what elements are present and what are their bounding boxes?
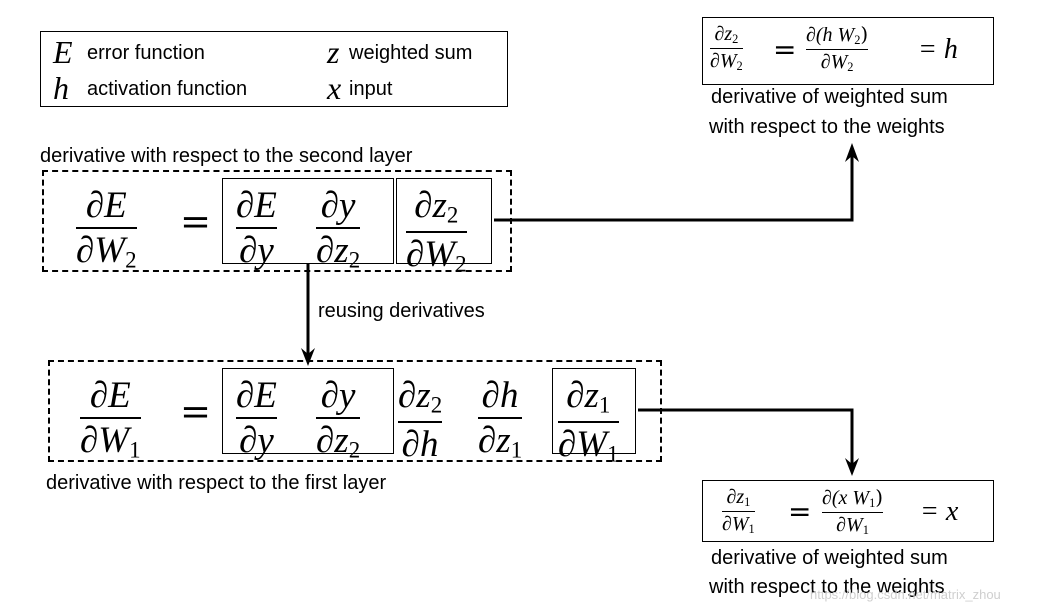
reused-derivatives-box-bottom xyxy=(222,368,394,454)
frac-dz1-dW1: ∂z1 ∂W1 xyxy=(558,375,619,467)
frac-dE-dy-top: ∂E ∂y xyxy=(236,185,277,271)
legend-symbol-x: x xyxy=(327,70,342,106)
br-equals-1: = xyxy=(788,495,812,528)
br-rhs: = x xyxy=(920,496,959,527)
frac-dz2-dh: ∂z2 ∂h xyxy=(398,375,443,465)
tr-frac-dhW2-dW2: ∂(h W2) ∂W2 xyxy=(806,22,869,75)
frac-dE-dy-bottom: ∂E ∂y xyxy=(236,375,277,461)
label-reusing-derivatives: reusing derivatives xyxy=(318,300,485,322)
dz2-dW2-box xyxy=(396,178,492,264)
br-frac-dxW1-dW1: ∂(x W1) ∂W1 xyxy=(822,485,884,538)
legend-symbol-E: E xyxy=(53,34,73,70)
top-right-caption-line1: derivative of weighted sum xyxy=(711,86,948,108)
frac-dh-dz1: ∂h ∂z1 xyxy=(478,375,523,463)
second-layer-lhs-fraction: ∂E ∂W2 xyxy=(76,187,137,273)
first-layer-lhs-fraction: ∂E ∂W1 xyxy=(80,375,141,463)
lhs-numerator: ∂E xyxy=(85,185,127,226)
tr-rhs: = h xyxy=(918,34,958,65)
legend-symbol-h: h xyxy=(53,70,69,106)
tr-equals-1: = xyxy=(773,33,797,66)
frac-dy-dz2-bottom: ∂y ∂z2 xyxy=(316,375,361,463)
top-right-formula-box xyxy=(702,17,994,85)
bottom-connector xyxy=(638,408,854,466)
watermark: https://blog.csdn.net/matrix_zhou xyxy=(810,587,1001,602)
reuse-arrow-head xyxy=(301,348,315,366)
equals-sign-first: = xyxy=(180,390,212,433)
bottom-right-formula-box xyxy=(702,480,994,542)
legend-symbol-z: z xyxy=(327,34,340,70)
reused-derivatives-box-top xyxy=(222,178,394,264)
bottom-connector-head xyxy=(845,458,859,476)
top-connector xyxy=(494,150,854,222)
br-frac-dz1-dW1: ∂z1 ∂W1 xyxy=(722,486,755,537)
top-connector-head xyxy=(845,143,859,162)
legend-text-activation-function: activation function xyxy=(87,78,248,100)
lhs-denominator: ∂W2 xyxy=(76,230,137,273)
bottom-right-caption-line1: derivative of weighted sum xyxy=(711,547,948,569)
top-right-caption-line2: with respect to the weights xyxy=(709,116,945,138)
frac-dy-dz2-top: ∂y ∂z2 xyxy=(316,185,361,273)
bottom-right-caption-line2: with respect to the weights xyxy=(709,576,945,598)
legend-text-input: input xyxy=(349,78,393,100)
dz1-dW1-box xyxy=(552,368,636,454)
legend-box: E error function h activation function z… xyxy=(40,31,508,107)
equals-sign: = xyxy=(180,200,212,243)
label-first-layer: derivative with respect to the first lay… xyxy=(46,472,387,494)
fraction-bar xyxy=(76,227,137,229)
legend-text-weighted-sum: weighted sum xyxy=(349,42,473,64)
label-second-layer: derivative with respect to the second la… xyxy=(40,145,413,167)
legend-text-error-function: error function xyxy=(87,42,205,64)
tr-frac-dz2-dW2: ∂z2 ∂W2 xyxy=(710,23,743,74)
frac-dz2-dW2: ∂z2 ∂W2 xyxy=(406,185,467,277)
